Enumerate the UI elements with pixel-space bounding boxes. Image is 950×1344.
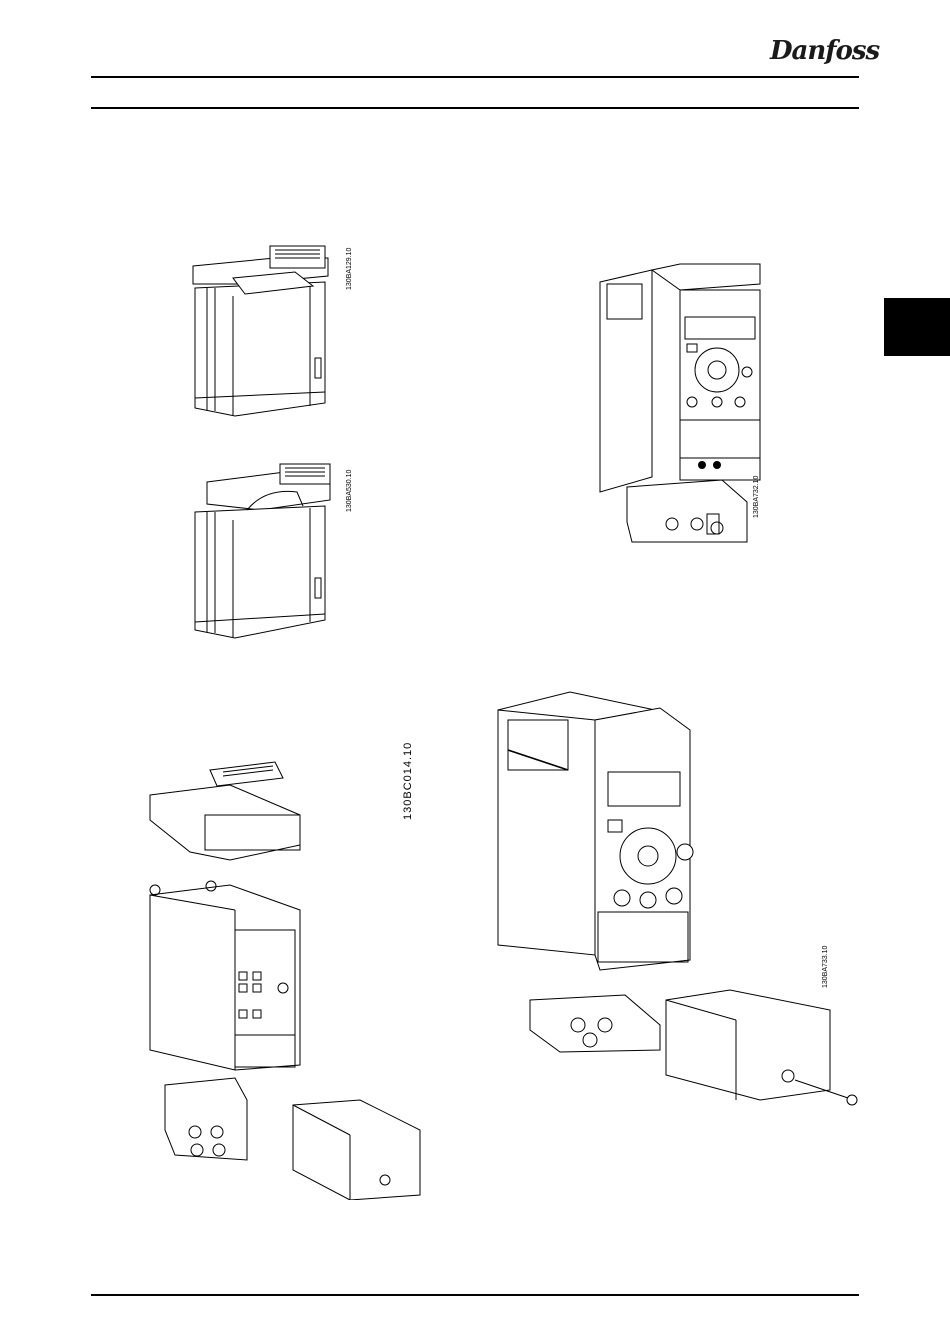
figure-enclosure-top-cover-1 <box>185 238 345 428</box>
figure-code-4: 130BC014.10 <box>402 742 414 820</box>
footer-rule <box>91 1294 859 1296</box>
exploded-drive-illustration <box>135 760 425 1200</box>
header-top-rule <box>91 76 859 78</box>
figure-exploded-drive-nema <box>135 760 425 1200</box>
figure-code-1: 130BA129.10 <box>346 248 353 290</box>
chapter-tab <box>884 298 950 356</box>
figure-code-5: 130BA733.10 <box>822 946 829 988</box>
enclosure-illustration <box>185 238 345 428</box>
drive-illustration <box>592 262 762 552</box>
danfoss-logo: Danfoss <box>770 30 862 72</box>
figure-drive-bottom-cover <box>490 690 870 1115</box>
figure-code-2: 130BA530.10 <box>346 470 353 512</box>
brand-logo-text: Danfoss <box>770 30 862 72</box>
figure-drive-lcp-plate <box>592 262 762 552</box>
header-bottom-rule <box>91 107 859 109</box>
figure-enclosure-top-cover-2 <box>185 460 345 650</box>
figure-code-3: 130BA732.10 <box>753 476 760 518</box>
enclosure-illustration <box>185 460 345 650</box>
drive-cover-illustration <box>490 690 870 1115</box>
